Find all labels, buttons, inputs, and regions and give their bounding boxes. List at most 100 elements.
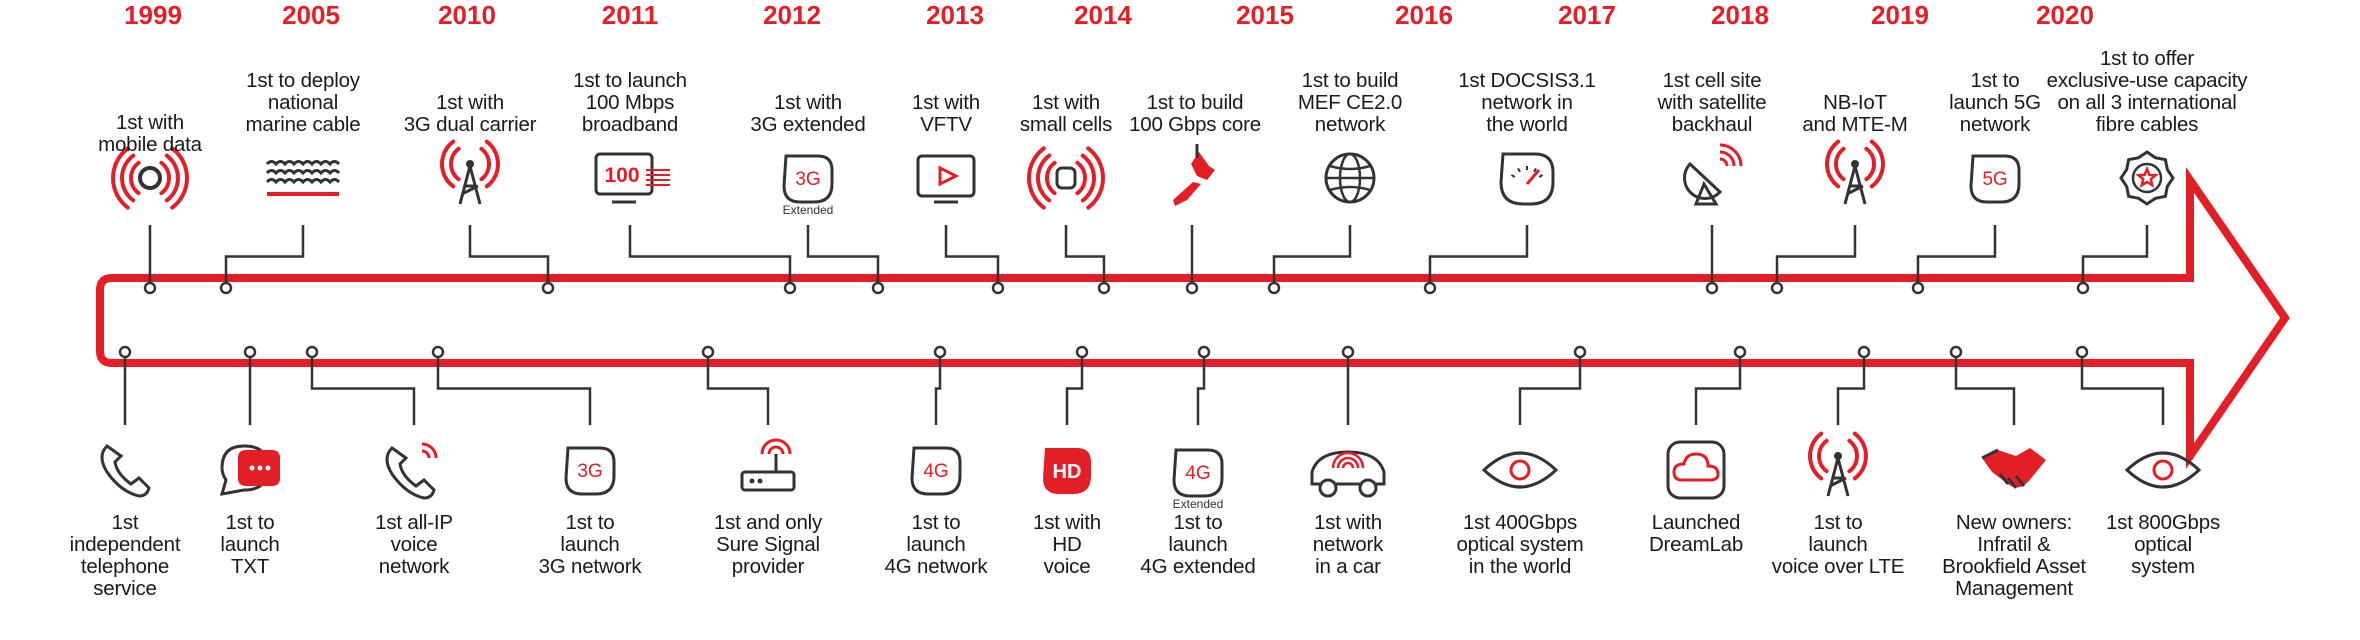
- timeline-dot: [1185, 281, 1199, 295]
- timeline-arrow: [96, 167, 2290, 469]
- svg-text:5G: 5G: [1982, 169, 2007, 190]
- tv-play-icon: [916, 154, 976, 204]
- year-label: 2010: [438, 0, 496, 30]
- svg-text:HD: HD: [1053, 461, 1082, 483]
- milestone-label-bottom: 1st and only Sure Signal provider: [713, 511, 823, 578]
- marine-cable-icon: [265, 160, 341, 196]
- eye-icon: [2124, 451, 2202, 489]
- phone-icon: [100, 444, 151, 498]
- timeline-dot: [871, 281, 885, 295]
- timeline-dot: [431, 345, 445, 359]
- iot-tower-icon: [1825, 139, 1885, 205]
- 3g-icon: 3G: [564, 446, 616, 496]
- year-label: 2020: [2036, 0, 2094, 30]
- year-label: 2015: [1236, 0, 1294, 30]
- timeline-dot: [1075, 345, 1089, 359]
- timeline-dot: [1097, 281, 1111, 295]
- milestone-label-top: 1st with mobile data: [98, 111, 202, 156]
- milestone-label-top: 1st with VFTV: [912, 91, 980, 136]
- timeline-dot: [1267, 281, 1281, 295]
- milestone-label-top: 1st DOCSIS3.1 network in the world: [1458, 69, 1596, 136]
- svg-text:100: 100: [604, 164, 639, 187]
- milestone-label-top: 1st to build MEF CE2.0 network: [1297, 69, 1403, 136]
- eye-icon: [1481, 451, 1559, 489]
- timeline-dot: [1423, 281, 1437, 295]
- nz-map-icon: [1173, 144, 1215, 206]
- timeline-dot: [243, 345, 257, 359]
- timeline-dot: [1770, 281, 1784, 295]
- lte-tower-icon: [1808, 431, 1868, 497]
- milestone-label-bottom: 1st to launch 3G network: [538, 511, 642, 578]
- router-icon: [740, 438, 796, 492]
- year-label: 2016: [1395, 0, 1453, 30]
- svg-text:3G: 3G: [795, 169, 820, 190]
- milestone-label-bottom: 1st 400Gbps optical system in the world: [1456, 511, 1584, 578]
- year-label: 1999: [124, 0, 182, 30]
- timeline-dot: [933, 345, 947, 359]
- speedometer-icon: [1499, 152, 1555, 206]
- svg-text:4G: 4G: [923, 461, 948, 482]
- milestone-label-top: 1st with 3G dual carrier: [403, 91, 537, 136]
- timeline-dot: [219, 281, 233, 295]
- milestone-label-bottom: 1st with HD voice: [1033, 511, 1101, 578]
- year-label: 2019: [1871, 0, 1929, 30]
- handshake-icon: [1981, 448, 2046, 489]
- connected-car-icon: [1310, 450, 1386, 498]
- timeline-dot: [305, 345, 319, 359]
- timeline-dot: [1573, 345, 1587, 359]
- timeline-dot: [143, 281, 157, 295]
- 3g-extended-icon: 3G Extended: [782, 154, 834, 217]
- milestone-label-top: 1st to launch 100 Mbps broadband: [573, 69, 687, 136]
- milestone-label-bottom: 1st with network in a car: [1312, 511, 1384, 578]
- year-label: 2011: [601, 0, 659, 30]
- timeline-dot: [1733, 345, 1747, 359]
- year-label: 2018: [1711, 0, 1769, 30]
- milestone-label-top: 1st to build 100 Gbps core: [1129, 91, 1261, 136]
- milestone-label-bottom: 1st all-IP voice network: [375, 511, 453, 578]
- milestone-label-bottom: 1st to launch 4G extended: [1140, 511, 1256, 578]
- milestone-label-top: NB-IoT and MTE-M: [1802, 91, 1908, 136]
- cloud-app-icon: [1666, 440, 1726, 500]
- svg-text:4G: 4G: [1185, 463, 1210, 484]
- 5g-icon: 5G: [1969, 154, 2021, 204]
- svg-text:Extended: Extended: [1173, 497, 1224, 511]
- star-badge-icon: [2119, 150, 2175, 206]
- year-label: 2017: [1558, 0, 1616, 30]
- mobile-signal-icon: [111, 146, 189, 210]
- milestone-label-bottom: 1st to launch TXT: [220, 511, 280, 578]
- voip-phone-icon: [385, 442, 438, 500]
- year-label: 2005: [282, 0, 340, 30]
- milestone-label-bottom: 1st to launch 4G network: [884, 511, 988, 578]
- milestone-label-top: 1st to deploy national marine cable: [245, 69, 361, 136]
- timeline-dot: [1197, 345, 1211, 359]
- timeline-dot: [1705, 281, 1719, 295]
- milestone-label-bottom: 1st to launch voice over LTE: [1771, 511, 1905, 578]
- milestone-label-top: 1st to launch 5G network: [1949, 69, 2041, 136]
- svg-text:Extended: Extended: [783, 203, 834, 217]
- milestone-label-top: 1st cell site with satellite backhaul: [1657, 69, 1767, 136]
- timeline-dot: [1857, 345, 1871, 359]
- 4g-extended-icon: 4G Extended: [1172, 448, 1224, 511]
- timeline-dot: [541, 281, 555, 295]
- milestone-label-bottom: 1st 800Gbps optical system: [2105, 511, 2221, 578]
- timeline-dot: [783, 281, 797, 295]
- timeline-dot: [2075, 345, 2089, 359]
- year-label: 2013: [926, 0, 984, 30]
- timeline-dot: [2076, 281, 2090, 295]
- timeline-dot: [1949, 345, 1963, 359]
- milestone-label-bottom: Launched DreamLab: [1648, 511, 1744, 556]
- timeline-dot: [1341, 345, 1355, 359]
- year-label: 2014: [1074, 0, 1132, 30]
- globe-icon: [1324, 152, 1376, 204]
- timeline-dot: [118, 345, 132, 359]
- svg-text:3G: 3G: [577, 461, 602, 482]
- milestone-label-top: 1st with 3G extended: [750, 91, 866, 136]
- satellite-dish-icon: [1683, 143, 1743, 206]
- small-cell-icon: [1027, 146, 1105, 210]
- monitor-100-icon: 100: [594, 152, 670, 204]
- year-label: 2012: [763, 0, 821, 30]
- chat-bubble-icon: [219, 444, 280, 496]
- timeline-dot: [1911, 281, 1925, 295]
